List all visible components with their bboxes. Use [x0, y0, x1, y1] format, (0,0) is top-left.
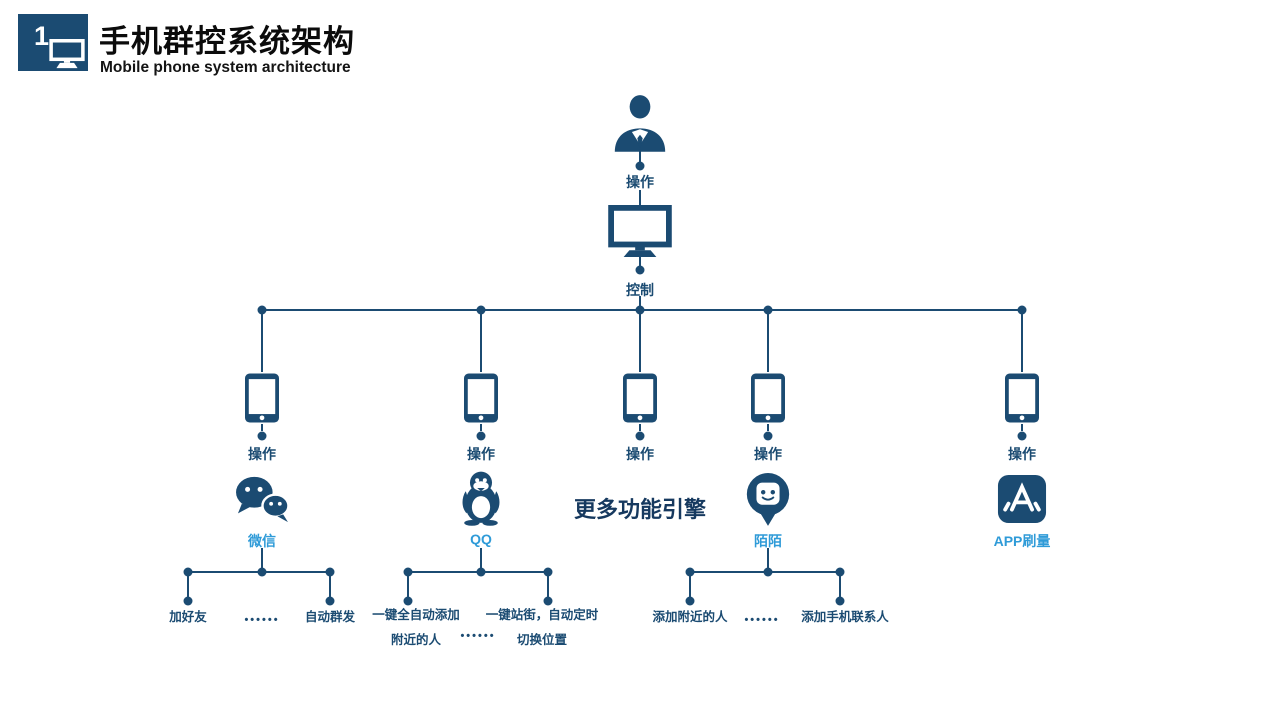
section-number: 1	[34, 21, 50, 51]
section-badge: 1	[18, 14, 88, 71]
leaf-label: 一键站街，自动定时 切换位置	[486, 603, 599, 653]
operator-label: 操作	[626, 174, 654, 190]
operator-person-icon	[613, 94, 667, 152]
leaf-label: 添加手机联系人	[801, 610, 889, 624]
control-computer-icon	[608, 205, 672, 257]
phone-icon	[751, 372, 785, 424]
ellipsis-label: ••••••	[460, 630, 496, 642]
app-label-appstore: APP刷量	[993, 533, 1051, 549]
monitor-icon	[49, 39, 85, 69]
leaf-label: 加好友	[169, 610, 207, 624]
phone-icon	[464, 372, 498, 424]
leaf-line-1: 一键全自动添加	[372, 608, 460, 622]
momo-icon	[743, 470, 793, 526]
control-label: 控制	[626, 282, 654, 298]
phone-operate-label: 操作	[467, 446, 495, 462]
leaf-line-2: 切换位置	[516, 633, 568, 647]
slide-subtitle: Mobile phone system architecture	[100, 59, 351, 76]
leaf-label: 一键全自动添加 附近的人	[372, 603, 460, 653]
phone-icon	[1005, 372, 1039, 424]
leaf-label: 自动群发	[304, 610, 356, 624]
leaf-label: 添加附近的人	[652, 610, 728, 624]
more-engines-caption: 更多功能引擎	[573, 497, 707, 522]
ellipsis-label: ••••••	[244, 614, 280, 626]
qq-icon	[458, 470, 504, 526]
phone-icon	[245, 372, 279, 424]
phone-operate-label: 操作	[626, 446, 654, 462]
app-label-wechat: 微信	[248, 533, 276, 549]
app-label-qq: QQ	[470, 531, 492, 547]
ellipsis-label: ••••••	[744, 614, 780, 626]
slide-title: 手机群控系统架构	[99, 24, 355, 59]
app-label-momo: 陌陌	[754, 533, 782, 549]
wechat-icon	[234, 474, 290, 524]
appstore-icon	[997, 474, 1047, 524]
phone-operate-label: 操作	[1008, 446, 1036, 462]
phone-operate-label: 操作	[248, 446, 276, 462]
leaf-line-2: 附近的人	[390, 633, 442, 647]
phone-icon	[623, 372, 657, 424]
leaf-line-1: 一键站街，自动定时	[485, 608, 599, 622]
phone-operate-label: 操作	[754, 446, 782, 462]
